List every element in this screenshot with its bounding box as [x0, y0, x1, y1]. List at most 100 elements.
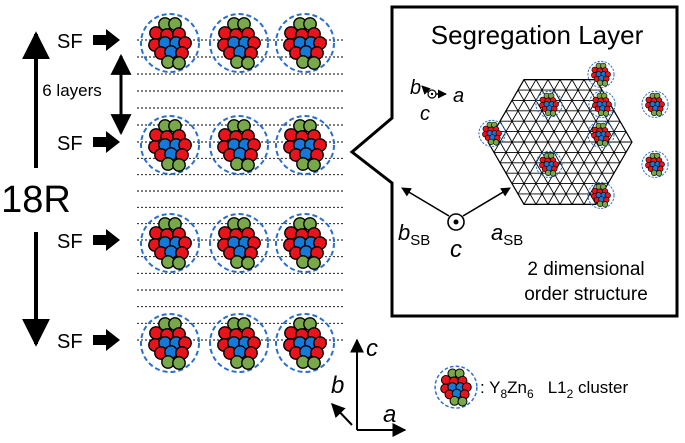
y-atom	[492, 139, 500, 146]
structure-line2: order structure	[524, 284, 648, 305]
lattice-cluster	[587, 181, 615, 209]
l12-cluster	[140, 313, 200, 373]
corner-axis-c: c	[366, 335, 378, 362]
y-atom	[218, 26, 232, 40]
sb-axis-b-label: bSB	[398, 220, 430, 249]
y-atom	[591, 66, 598, 73]
small-axis-a: a	[453, 85, 464, 107]
sf-arrow-icon	[93, 29, 120, 51]
sf-arrow-icon	[93, 329, 120, 351]
y-atom	[602, 110, 610, 117]
sf-label: SF	[57, 331, 83, 353]
y-atom	[539, 96, 546, 103]
lattice-cluster	[478, 119, 506, 147]
sb-axis-a-label: aSB	[491, 220, 523, 249]
y-atom	[601, 140, 609, 147]
y-atom	[218, 226, 232, 240]
y-atom	[457, 396, 468, 407]
corner-axis-b: b	[331, 372, 344, 399]
sf-arrow-icon	[93, 131, 120, 153]
corner-axis-a: a	[383, 401, 396, 428]
y-atom	[645, 96, 652, 103]
l12-cluster	[275, 313, 335, 373]
y-atom	[601, 201, 609, 208]
small-axes: b c a	[410, 77, 464, 125]
y-atom	[149, 326, 163, 340]
l12-cluster	[275, 13, 335, 73]
stacking-fault-labels: SF SF SF SF	[57, 29, 120, 353]
l12-cluster	[275, 115, 335, 175]
y-atom	[218, 326, 232, 340]
y-atom	[482, 125, 489, 132]
cluster-row	[140, 115, 335, 175]
layers-label: 6 layers	[42, 81, 102, 100]
crystal-axes: c b a	[331, 335, 407, 437]
y-atom	[172, 56, 186, 70]
l12-cluster	[140, 115, 200, 175]
panel-title: Segregation Layer	[431, 20, 644, 50]
y-atom	[655, 170, 663, 177]
y-atom	[591, 126, 598, 133]
period-label-18r: 18R	[1, 179, 71, 221]
y-atom	[149, 226, 163, 240]
y-atom	[149, 26, 163, 40]
sb-axis-c-label: c	[450, 236, 462, 263]
sf-label: SF	[57, 31, 83, 53]
y-atom	[307, 56, 321, 70]
y-atom	[284, 226, 298, 240]
y-atom	[172, 356, 186, 370]
y-atom	[284, 326, 298, 340]
y-atom	[241, 256, 255, 270]
stacking-layer-lines	[137, 39, 345, 341]
lattice-cluster	[587, 60, 615, 88]
y-atom	[218, 128, 232, 142]
y-atom	[655, 110, 663, 117]
l12-cluster	[275, 213, 335, 273]
sb-axes: bSB aSB c	[398, 187, 523, 263]
y-atom	[307, 256, 321, 270]
y-atom	[149, 128, 163, 142]
l12-cluster	[209, 13, 269, 73]
y-atom	[601, 80, 609, 87]
lattice-cluster	[641, 150, 669, 178]
y-atom	[549, 170, 557, 177]
y-atom	[284, 26, 298, 40]
cluster-row	[140, 313, 335, 373]
y-atom	[307, 158, 321, 172]
l12-cluster-icon	[434, 365, 478, 409]
cluster-rows	[140, 13, 335, 373]
small-axis-b: b	[410, 77, 421, 99]
l12-cluster	[209, 213, 269, 273]
y-atom	[440, 374, 451, 385]
sf-label: SF	[57, 133, 83, 155]
lattice-cluster	[641, 90, 669, 118]
y-atom	[592, 96, 599, 103]
y-atom	[172, 158, 186, 172]
sf-arrow-icon	[93, 229, 120, 251]
l12-cluster	[140, 13, 200, 73]
lattice-cluster	[588, 90, 616, 118]
l12-cluster	[209, 115, 269, 175]
small-axis-c: c	[420, 103, 430, 125]
y-atom	[241, 158, 255, 172]
l12-cluster	[140, 213, 200, 273]
y-atom	[539, 156, 546, 163]
y-atom	[645, 156, 652, 163]
lattice-cluster	[535, 90, 563, 118]
y-atom	[172, 256, 186, 270]
y-atom	[241, 356, 255, 370]
y-atom	[284, 128, 298, 142]
cluster-row	[140, 213, 335, 273]
legend-cluster	[434, 365, 478, 409]
y-atom	[307, 356, 321, 370]
lattice-clusters	[478, 60, 669, 209]
cluster-row	[140, 13, 335, 73]
segregation-layer-panel: Segregation Layer 2 dimensional order st…	[349, 5, 679, 318]
sf-label: SF	[57, 231, 83, 253]
lattice-cluster	[535, 150, 563, 178]
y-atom	[591, 187, 598, 194]
lattice-cluster	[587, 120, 615, 148]
